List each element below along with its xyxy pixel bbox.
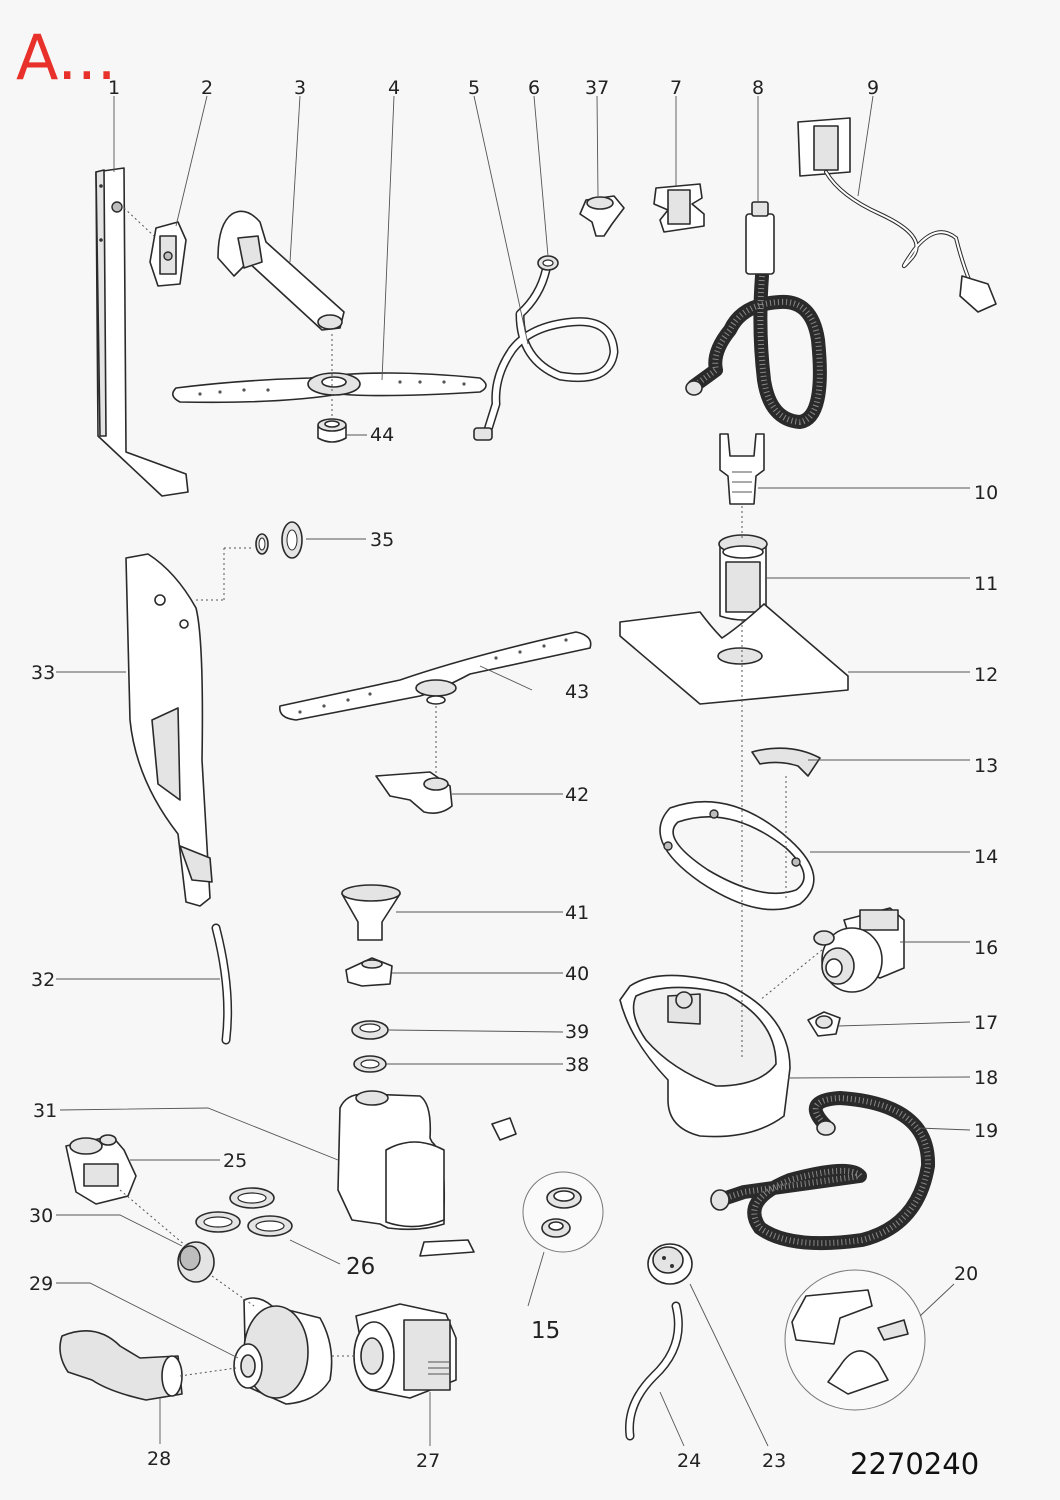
callout-4: 4 xyxy=(388,77,400,99)
callout-12: 12 xyxy=(974,664,998,686)
callout-2: 2 xyxy=(201,77,213,99)
part-1-frame-leg[interactable] xyxy=(95,167,189,497)
part-29-pump-housing[interactable] xyxy=(233,1297,333,1405)
part-42-spray-arm-holder[interactable] xyxy=(375,771,453,814)
part-12-filter-plate[interactable] xyxy=(619,603,849,705)
callout-26: 26 xyxy=(346,1254,375,1280)
part-28-connecting-hose[interactable] xyxy=(59,1330,183,1401)
part-16-circulation-motor[interactable] xyxy=(813,907,905,993)
callout-6: 6 xyxy=(528,77,540,99)
part-43-upper-spray-arm[interactable] xyxy=(279,631,592,721)
callout-1: 1 xyxy=(108,77,120,99)
part-5-inlet-hose[interactable] xyxy=(473,265,619,441)
callout-13: 13 xyxy=(974,755,998,777)
callout-38: 38 xyxy=(565,1054,589,1076)
callout-9: 9 xyxy=(867,77,879,99)
callout-8: 8 xyxy=(752,77,764,99)
part-38-seal[interactable] xyxy=(353,1055,387,1073)
part-23-grommet[interactable] xyxy=(647,1243,693,1285)
callout-43: 43 xyxy=(565,681,589,703)
part-3-spray-arm-feed[interactable] xyxy=(217,210,345,331)
callout-15: 15 xyxy=(531,1318,560,1344)
callout-5: 5 xyxy=(468,77,480,99)
section-letter: A... xyxy=(16,21,116,94)
part-13-clip[interactable] xyxy=(751,747,821,777)
part-8-aquastop-hose[interactable] xyxy=(685,201,827,429)
part-24-tube[interactable] xyxy=(625,1301,683,1441)
callout-numbers: 1 2 3 4 5 6 37 7 8 9 44 10 35 11 33 43 1… xyxy=(29,77,998,1472)
callout-29: 29 xyxy=(29,1273,53,1295)
part-15-seal-set[interactable] xyxy=(522,1171,604,1253)
part-2-bracket[interactable] xyxy=(149,221,187,287)
callout-10: 10 xyxy=(974,482,998,504)
callout-31: 31 xyxy=(33,1100,57,1122)
part-44-nut[interactable] xyxy=(317,418,347,443)
part-20-float-switch[interactable] xyxy=(784,1269,926,1411)
part-9-mains-cable[interactable] xyxy=(797,117,997,313)
callout-41: 41 xyxy=(565,902,589,924)
callout-39: 39 xyxy=(565,1021,589,1043)
part-40-cover[interactable] xyxy=(345,957,393,987)
part-11-filter-housing[interactable] xyxy=(718,534,768,621)
part-25-diverter-valve[interactable] xyxy=(65,1134,137,1205)
callout-44: 44 xyxy=(370,424,394,446)
part-6-clamp-ring[interactable] xyxy=(537,255,559,271)
part-26-seal-rings[interactable] xyxy=(195,1187,293,1237)
callout-40: 40 xyxy=(565,963,589,985)
part-7-connector[interactable] xyxy=(653,183,705,233)
part-4-lower-spray-arm[interactable] xyxy=(172,372,487,404)
part-17-valve[interactable] xyxy=(807,1011,841,1037)
part-39-nut[interactable] xyxy=(351,1020,389,1040)
callout-33: 33 xyxy=(31,662,55,684)
callout-16: 16 xyxy=(974,937,998,959)
callout-17: 17 xyxy=(974,1012,998,1034)
callout-32: 32 xyxy=(31,969,55,991)
callout-18: 18 xyxy=(974,1067,998,1089)
part-30-adapter[interactable] xyxy=(177,1241,215,1283)
part-41-funnel[interactable] xyxy=(341,884,401,941)
assembly-guides xyxy=(119,207,823,1377)
callout-37: 37 xyxy=(585,77,609,99)
callout-14: 14 xyxy=(974,846,998,868)
callout-25: 25 xyxy=(223,1150,247,1172)
part-27-heating-pump[interactable] xyxy=(353,1303,457,1399)
part-10-filter-insert[interactable] xyxy=(719,433,765,505)
callout-28: 28 xyxy=(147,1448,171,1470)
callout-11: 11 xyxy=(974,573,998,595)
callout-20: 20 xyxy=(954,1263,978,1285)
callout-30: 30 xyxy=(29,1205,53,1227)
part-32-hose[interactable] xyxy=(211,923,233,1045)
callout-27: 27 xyxy=(416,1450,440,1472)
document-number: 2270240 xyxy=(850,1447,979,1481)
callout-7: 7 xyxy=(670,77,682,99)
callout-3: 3 xyxy=(294,77,306,99)
part-37-valve[interactable] xyxy=(579,195,625,237)
part-18-sump[interactable] xyxy=(619,974,791,1138)
callout-19: 19 xyxy=(974,1120,998,1142)
part-19-drain-hose[interactable] xyxy=(710,1091,936,1251)
callout-42: 42 xyxy=(565,784,589,806)
part-14-gasket-ring[interactable] xyxy=(659,800,815,911)
clip-small[interactable] xyxy=(491,1117,517,1141)
part-31-softener[interactable] xyxy=(337,1090,475,1257)
part-35-seal-ring[interactable] xyxy=(255,521,303,559)
callout-23: 23 xyxy=(762,1450,786,1472)
leader-lines xyxy=(56,95,971,1447)
part-33-side-panel[interactable] xyxy=(125,553,213,907)
callout-24: 24 xyxy=(677,1450,701,1472)
callout-35: 35 xyxy=(370,529,394,551)
